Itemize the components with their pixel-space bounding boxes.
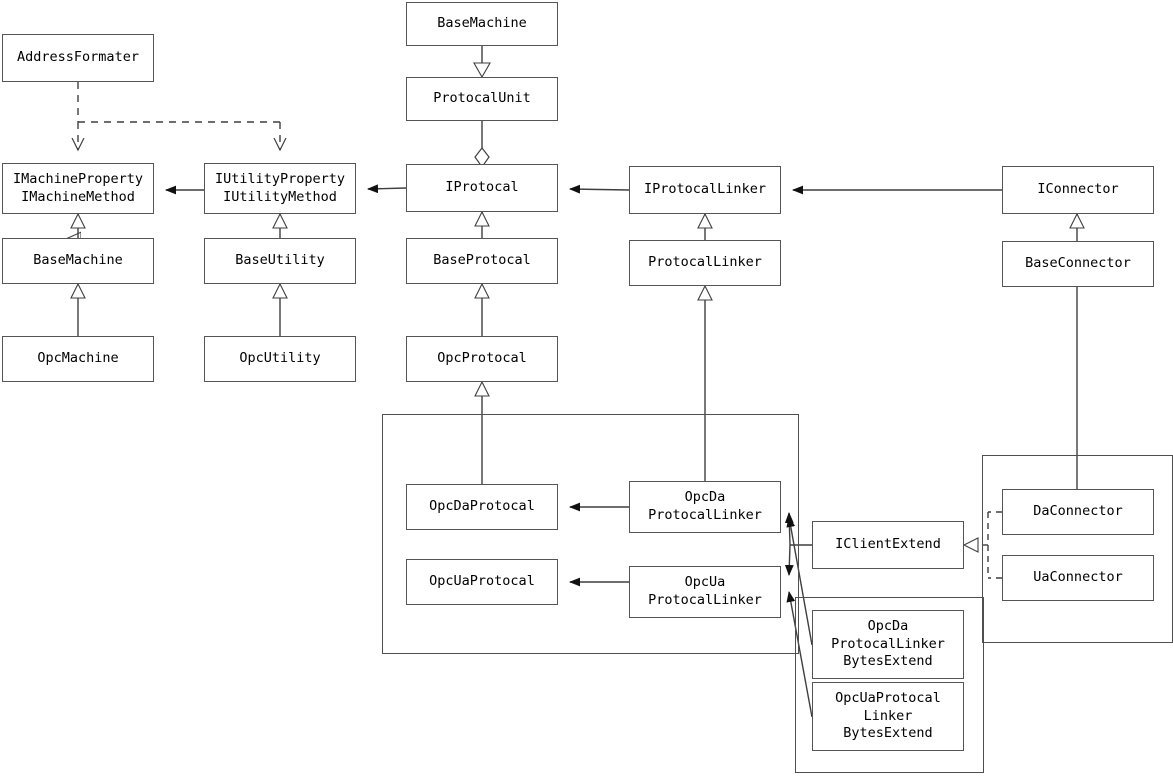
class-label: ProtocalUnit	[433, 90, 531, 107]
class-label: BaseConnector	[1025, 255, 1131, 272]
class-box-opc-ua-protocal[interactable]: OpcUaProtocal	[406, 559, 558, 605]
class-box-base-connector[interactable]: BaseConnector	[1002, 241, 1154, 287]
class-label: BaseMachine	[437, 15, 527, 32]
group-bytes-extend	[795, 597, 984, 773]
class-label: IProtocalLinker	[644, 181, 766, 198]
group-connectors	[982, 455, 1173, 643]
class-box-iprotocal-linker[interactable]: IProtocalLinker	[629, 166, 781, 214]
class-box-imachine-property[interactable]: IMachineProperty IMachineMethod	[2, 163, 154, 214]
class-box-base-protocal[interactable]: BaseProtocal	[406, 238, 558, 284]
class-box-address-formater[interactable]: AddressFormater	[2, 34, 154, 82]
class-box-iutility-property[interactable]: IUtilityProperty IUtilityMethod	[204, 163, 356, 214]
class-label: OpcDaProtocal	[429, 498, 535, 515]
class-box-iprotocal[interactable]: IProtocal	[406, 164, 558, 212]
class-box-opc-da-protocal-linker[interactable]: OpcDa ProtocalLinker	[629, 481, 781, 533]
class-label: OpcDa ProtocalLinker BytesExtend	[831, 618, 945, 670]
class-box-opc-ua-protocal-linker-bytes-extend[interactable]: OpcUaProtocal Linker BytesExtend	[812, 682, 964, 751]
class-label: OpcUaProtocal	[429, 573, 535, 590]
class-box-opc-ua-protocal-linker[interactable]: OpcUa ProtocalLinker	[629, 566, 781, 618]
class-box-opc-da-protocal-linker-bytes-extend[interactable]: OpcDa ProtocalLinker BytesExtend	[812, 610, 964, 679]
class-label: OpcMachine	[37, 350, 119, 367]
class-box-ua-connector[interactable]: UaConnector	[1002, 555, 1154, 601]
class-label: OpcProtocal	[437, 350, 527, 367]
class-box-opc-machine[interactable]: OpcMachine	[2, 336, 154, 382]
class-box-protocal-unit[interactable]: ProtocalUnit	[406, 77, 558, 121]
class-label: IMachineProperty IMachineMethod	[12, 170, 144, 205]
class-label: DaConnector	[1033, 503, 1123, 520]
class-label: IClientExtend	[835, 536, 941, 553]
class-label: IProtocal	[445, 179, 519, 196]
class-label: OpcUtility	[239, 350, 321, 367]
class-box-iclient-extend[interactable]: IClientExtend	[812, 521, 964, 569]
class-box-iconnector[interactable]: IConnector	[1002, 166, 1154, 214]
class-box-opc-utility[interactable]: OpcUtility	[204, 336, 356, 382]
class-label: AddressFormater	[17, 49, 139, 66]
class-label: OpcDa ProtocalLinker	[648, 489, 762, 523]
class-label: OpcUaProtocal Linker BytesExtend	[835, 690, 941, 742]
class-box-opc-da-protocal[interactable]: OpcDaProtocal	[406, 484, 558, 530]
class-box-base-machine-top[interactable]: BaseMachine	[406, 2, 558, 46]
group-opc-protocals	[382, 414, 799, 654]
class-label: UaConnector	[1033, 569, 1123, 586]
class-label: OpcUa ProtocalLinker	[648, 574, 762, 608]
class-label: IUtilityProperty IUtilityMethod	[214, 170, 346, 205]
class-label: BaseProtocal	[433, 252, 531, 269]
class-box-da-connector[interactable]: DaConnector	[1002, 489, 1154, 535]
class-box-base-machine[interactable]: BaseMachine	[2, 238, 154, 284]
class-label: IConnector	[1037, 181, 1119, 198]
class-label: BaseMachine	[33, 252, 123, 269]
class-box-protocal-linker[interactable]: ProtocalLinker	[629, 240, 781, 286]
class-label: ProtocalLinker	[648, 254, 762, 271]
class-box-base-utility[interactable]: BaseUtility	[204, 238, 356, 284]
class-label: BaseUtility	[235, 252, 325, 269]
class-box-opc-protocal[interactable]: OpcProtocal	[406, 336, 558, 382]
